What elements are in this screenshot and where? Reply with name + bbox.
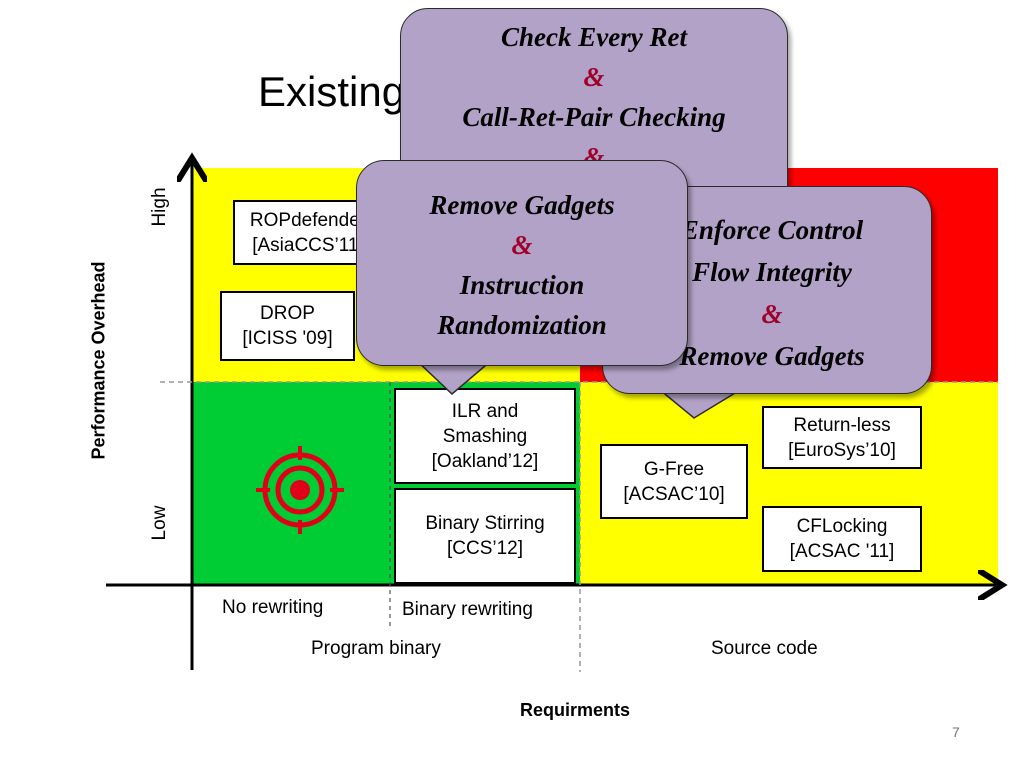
box-return-less: Return-less [EuroSys’10]	[762, 406, 922, 469]
box-ilr: ILR and Smashing [Oakland’12]	[394, 388, 576, 484]
box-line: CFLocking	[796, 516, 888, 537]
right-pointer-seam	[662, 386, 738, 392]
box-gfree: G-Free [ACSAC’10]	[600, 444, 748, 519]
callout-remove-gadgets: Remove Gadgets & Instruction Randomizati…	[356, 160, 688, 366]
box-drop: DROP [ICISS '09]	[220, 291, 355, 361]
callout-ampersand: &	[583, 62, 605, 92]
box-line: Return-less	[793, 414, 891, 436]
callout-line: Remove Gadgets	[679, 341, 865, 371]
box-line: [ACSAC’10]	[623, 483, 725, 505]
x-axis-label: Requirments	[520, 700, 631, 720]
callout-line: Enforce Control	[680, 215, 864, 245]
box-cflocking: CFLocking [ACSAC '11]	[762, 506, 922, 572]
right-callout-pointer	[657, 389, 743, 419]
callout-line: Call-Ret-Pair Checking	[462, 102, 726, 132]
page-number: 7	[952, 724, 960, 740]
callout-ampersand: &	[511, 230, 533, 260]
x-sub-label-binary-rewriting: Binary rewriting	[402, 599, 533, 620]
callout-ampersand: &	[761, 299, 783, 329]
box-line: ROPdefender	[249, 209, 367, 231]
x-group-label-program-binary: Program binary	[311, 638, 441, 659]
box-line: [CCS’12]	[446, 538, 524, 559]
box-line: Smashing	[442, 425, 528, 447]
quadrant-low-no-rewriting	[192, 382, 390, 585]
callout-line: Flow Integrity	[692, 257, 852, 287]
box-line: [AsiaCCS’11]	[252, 234, 364, 256]
x-group-label-source-code: Source code	[711, 638, 818, 659]
box-line: DROP	[260, 303, 315, 324]
box-line: [ACSAC '11]	[789, 541, 895, 562]
box-line: Binary Stirring	[425, 513, 545, 534]
box-binary-stirring: Binary Stirring [CCS’12]	[394, 488, 576, 584]
callout-line: Instruction	[459, 270, 585, 300]
box-line: [ICISS '09]	[242, 328, 333, 349]
callout-line: Randomization	[437, 310, 607, 340]
box-line: ILR and	[451, 400, 519, 422]
box-line: [EuroSys’10]	[788, 439, 896, 461]
middle-pointer-seam	[418, 358, 490, 364]
callout-line: Remove Gadgets	[429, 190, 615, 220]
x-sub-label-no-rewriting: No rewriting	[222, 597, 324, 618]
box-line: [Oakland’12]	[431, 450, 539, 472]
box-line: G-Free	[643, 458, 705, 480]
callout-line: Check Every Ret	[501, 22, 687, 52]
